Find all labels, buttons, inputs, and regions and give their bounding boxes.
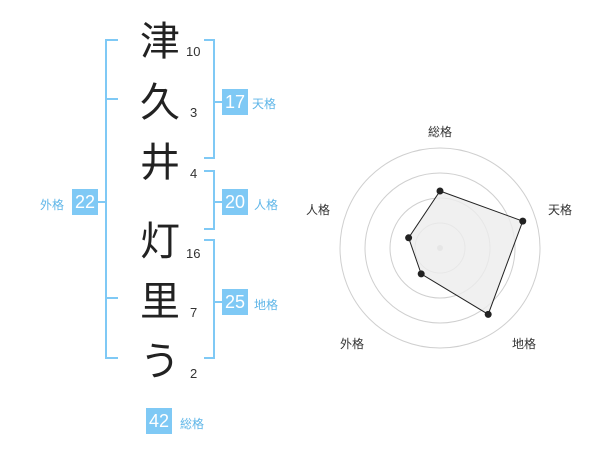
stroke-count-1: 10 [186, 44, 201, 59]
chikaku-label: 地格 [254, 298, 279, 312]
name-char-3: 井 [140, 140, 180, 186]
radar-axis-label-tenkaku: 天格 [548, 203, 573, 217]
stroke-count-3: 4 [190, 166, 198, 181]
tenkaku-label: 天格 [252, 97, 277, 111]
jinkaku-label: 人格 [254, 198, 279, 212]
name-char-2: 久 [140, 80, 180, 126]
gaikaku-bracket [105, 39, 118, 359]
stroke-count-5: 7 [190, 305, 198, 320]
radar-axis-label-jinkaku: 人格 [306, 203, 331, 217]
soukaku-badge: 42 [146, 408, 172, 434]
radar-point-5 [405, 234, 413, 242]
radar-ring [339, 147, 541, 349]
radar-ring [364, 172, 516, 324]
tenkaku-badge: 17 [222, 89, 248, 115]
chikaku-bracket [204, 239, 215, 359]
tenkaku-bracket [204, 39, 215, 159]
name-char-4: 灯 [140, 219, 180, 265]
radar-axis-label-chikaku: 地格 [512, 337, 537, 351]
radar-polygon [408, 190, 524, 316]
gaikaku-label: 外格 [40, 198, 65, 212]
radar-point-3 [484, 310, 492, 318]
radar-point-4 [417, 270, 425, 278]
name-char-6: う [140, 339, 180, 385]
radar-point-1 [436, 187, 444, 195]
radar-point-2 [519, 217, 527, 225]
radar-axis-label-gaikaku: 外格 [340, 337, 365, 351]
jinkaku-badge: 20 [222, 189, 248, 215]
name-char-5: 里 [140, 279, 180, 325]
radar-axis-label-soukaku: 総格 [428, 125, 453, 139]
chikaku-badge: 25 [222, 289, 248, 315]
jinkaku-bracket [204, 170, 215, 230]
gaikaku-badge: 22 [72, 189, 98, 215]
soukaku-label: 総格 [180, 417, 205, 431]
stroke-count-6: 2 [190, 366, 198, 381]
stroke-count-4: 16 [186, 246, 201, 261]
name-char-1: 津 [140, 19, 180, 65]
stroke-count-2: 3 [190, 105, 198, 120]
